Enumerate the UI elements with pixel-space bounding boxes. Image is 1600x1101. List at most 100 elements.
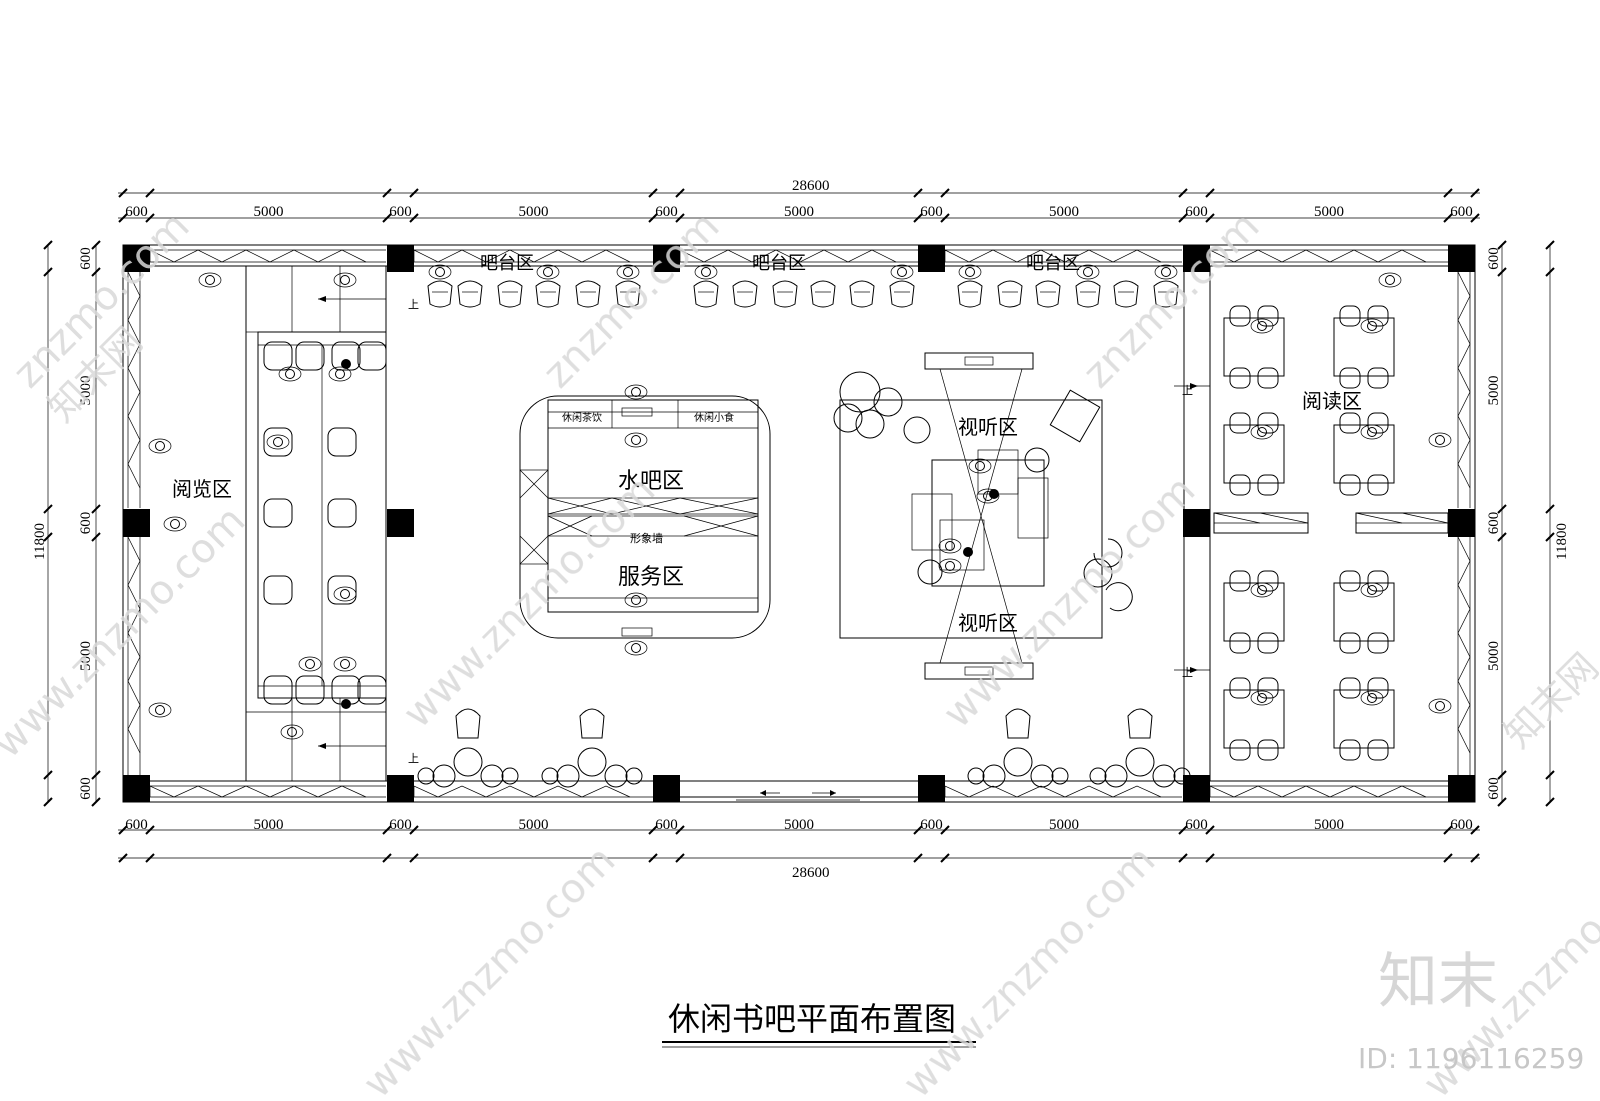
dimension-tick [1205,825,1215,835]
window-zigzag [1457,271,1471,489]
dim-segment-top: 600 [1185,204,1208,220]
reading-chair [1257,474,1279,496]
dim-segment-bottom: 5000 [519,817,549,833]
watermarks: znzmo.com znzmo.com znzmo.com www.znzmo.… [0,203,1600,1101]
person-head [631,595,641,605]
person-head [1257,693,1267,703]
cafe-chair-back [417,767,435,785]
column [123,775,150,802]
reading-chair [1257,305,1279,327]
person-head [543,267,553,277]
person-head [1083,267,1093,277]
dim-total-width-top: 28600 [792,178,830,194]
person-head [631,387,641,397]
window-zigzag [149,249,367,263]
dimension-tick [1470,188,1480,198]
cafe-chair [1127,708,1153,739]
reading-chair [1339,570,1361,592]
reading-chair [1367,474,1389,496]
reading-chair [1367,305,1389,327]
dim-segment-bottom: 600 [1450,817,1473,833]
stair-up-label-4: 上 [1182,666,1193,679]
dimension-tick [382,853,392,863]
dimension-tick [118,825,128,835]
person-head [340,589,350,599]
cafe-chair [455,708,481,739]
dimension-tick [913,825,923,835]
reading-chair [1257,677,1279,699]
cafe-chair [604,764,628,788]
column [653,245,680,272]
bar-stool [772,280,798,308]
person-head [1367,585,1377,595]
cafe-chair-back [1051,767,1069,785]
window-zigzag [1209,249,1427,263]
reading-table [1223,689,1285,749]
reading-chair [1367,739,1389,761]
watermark-site-www: www.znzmo.com [935,467,1205,737]
person-head [1257,427,1267,437]
dim-segment-top: 5000 [254,204,284,220]
dimension-tick [1545,797,1555,807]
person-shoulders [1360,582,1384,598]
person-shoulders [328,366,352,382]
dim-segment-bottom: 600 [920,817,943,833]
zone-label-av-bottom: 视听区 [958,611,1018,635]
dimension-tick [43,770,53,780]
bar-stool [497,280,523,308]
reading-chair [1229,677,1251,699]
person-shoulders [428,264,452,280]
person-shoulders [938,558,962,574]
bar-stool [427,280,453,308]
person-shoulders [198,272,222,288]
browse-zone-furniture [246,266,387,781]
watermark-brand: 知末网 [1495,645,1600,757]
person-head [205,275,215,285]
person-shoulders [938,538,962,554]
dimension-tick [675,188,685,198]
reading-zone-shelves [1213,512,1449,534]
bar-stool [535,280,561,308]
column [1448,509,1475,537]
dimension-tick [675,213,685,223]
stair-up-label-1: 上 [408,298,419,311]
person-shoulders [1360,318,1384,334]
person-shoulders [163,516,187,532]
dimension-tick [1443,213,1453,223]
dim-total-height-left: 11800 [32,523,48,560]
cafe-chair [1104,764,1128,788]
reading-table [1223,317,1285,377]
reading-chair [1339,305,1361,327]
plan-title: 休闲书吧平面布置图 [662,1000,976,1048]
person-head [631,643,641,653]
person-head [435,267,445,277]
zone-label-service: 服务区 [618,565,684,590]
dim-segment-left: 600 [78,777,94,800]
person-head [965,267,975,277]
person-head [285,369,295,379]
column [387,775,414,802]
person-shoulders [333,656,357,672]
dimension-tick [1545,240,1555,250]
dimension-tick [91,240,101,250]
person-head [155,441,165,451]
dimension-tick [382,213,392,223]
person-head [155,705,165,715]
reading-chair [1229,367,1251,389]
person-shoulders [1250,424,1274,440]
reading-chair [1367,570,1389,592]
dimension-tick [91,770,101,780]
zone-labels: 吧台区 吧台区 吧台区 阅览区 阅读区 水吧区 服务区 视听区 视听区 休闲茶饮… [172,253,1362,765]
stair-up-label-2: 上 [408,752,419,765]
dimension-labels: 28600 28600 11800 11800 6006005000500060… [32,178,1570,881]
dimension-tick [1178,188,1188,198]
person-head [631,435,641,445]
column [123,509,150,537]
ottoman [357,341,387,371]
bar-stool [1153,280,1179,308]
dimension-tick [91,267,101,277]
person-head [1367,427,1377,437]
person-shoulders [1360,690,1384,706]
dimension-tick [1470,853,1480,863]
